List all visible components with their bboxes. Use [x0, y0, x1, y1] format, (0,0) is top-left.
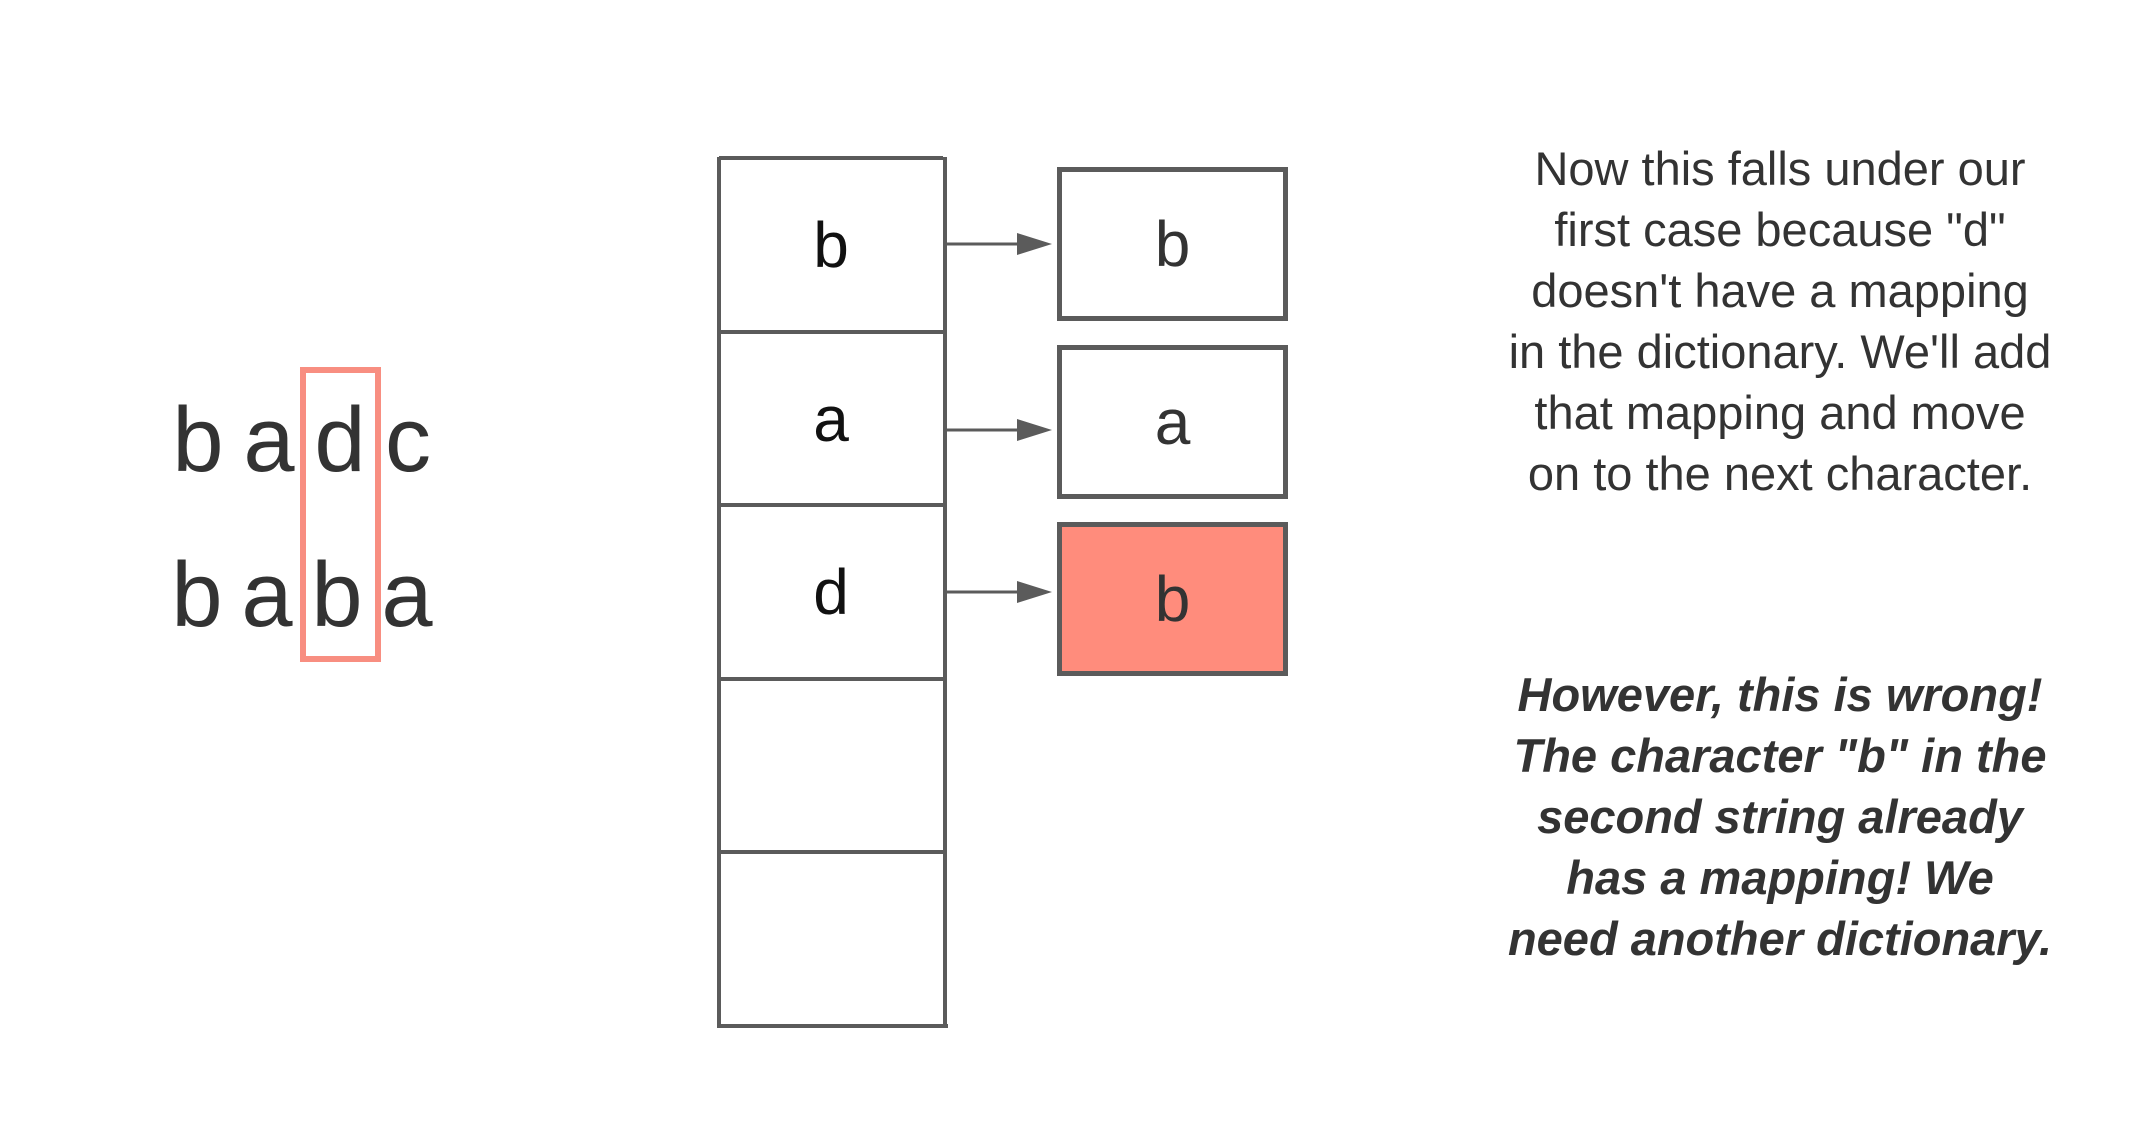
- explanation-text: Now this falls under our first case beca…: [1470, 138, 2090, 504]
- second-string-char: b: [311, 544, 363, 646]
- second-string-char: b: [171, 544, 223, 646]
- dictionary-bottom-border: [717, 1024, 948, 1028]
- explanation-main: Now this falls under our first case beca…: [1508, 142, 2052, 500]
- second-string-char: a: [241, 544, 293, 646]
- second-string-char: a: [381, 544, 433, 646]
- first-string-char: a: [243, 389, 295, 491]
- mapped-value-box: b: [1057, 167, 1288, 321]
- first-string-char: c: [385, 389, 431, 491]
- current-char-highlight: [300, 367, 381, 662]
- first-string-char: d: [314, 389, 366, 491]
- dictionary-left-border: [717, 157, 721, 1028]
- mapping-arrow: [945, 419, 1052, 441]
- dictionary-key-cell: [719, 677, 943, 851]
- mapped-value-box: a: [1057, 345, 1288, 499]
- warning-text: However, this is wrong! The character "b…: [1470, 664, 2090, 969]
- explanation-emphasis: However, this is wrong! The character "b…: [1507, 668, 2053, 965]
- mapping-arrow: [945, 581, 1052, 603]
- dictionary-key-cell: a: [719, 330, 943, 504]
- dictionary-key-cell: b: [719, 156, 943, 330]
- new-mapped-value-box: b: [1057, 522, 1288, 676]
- dictionary-key-cell: [719, 850, 943, 1024]
- mapping-arrow: [945, 233, 1052, 255]
- dictionary-key-cell: d: [719, 503, 943, 677]
- first-string-char: b: [172, 389, 224, 491]
